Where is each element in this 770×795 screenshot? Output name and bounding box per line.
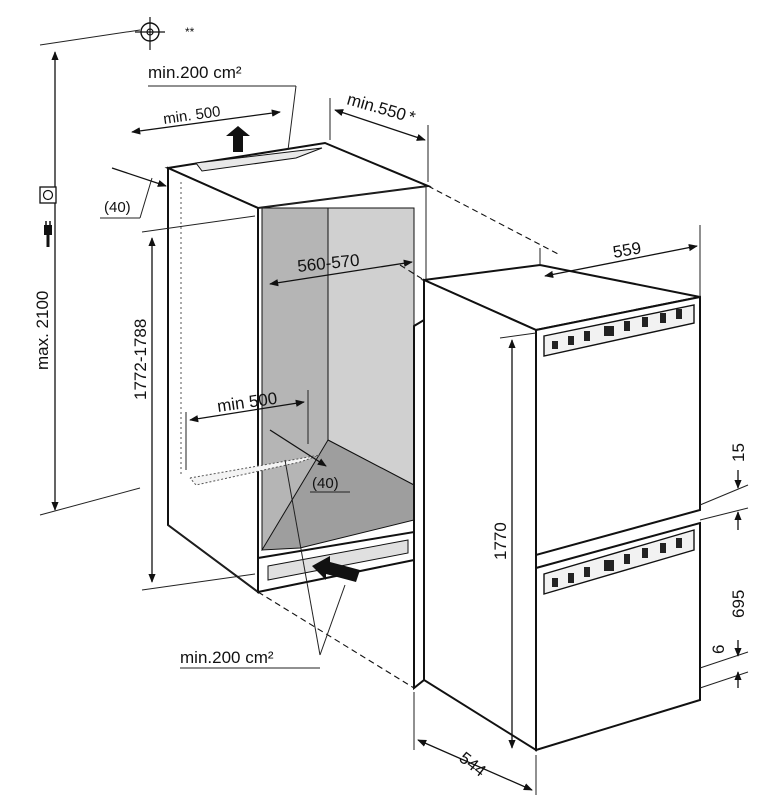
floor-vent-slot [189, 454, 321, 486]
appliance-side [423, 278, 537, 752]
door-hinge-strip [413, 318, 425, 691]
dim-niche-height: 1772-1788 [131, 215, 256, 591]
fixing-note-label: ** [185, 25, 195, 39]
power-socket-icon [39, 186, 57, 247]
niche-depth-label: min.550* [345, 90, 418, 128]
upper-control-panel [543, 304, 695, 357]
appliance-height-label: 1770 [491, 522, 510, 560]
dim-top-depth: min. 500 [131, 103, 281, 152]
dim-top-vent: min.200 cm² [148, 63, 297, 151]
dim-top-setback: (40) [100, 167, 167, 219]
dim-appliance-width: 559 [539, 225, 701, 297]
vent-top-label: min.200 cm² [148, 63, 242, 82]
bottom-vent-slot [267, 539, 409, 581]
door-gap-label: 15 [729, 443, 748, 462]
appliance-depth-label: 544 [456, 748, 490, 780]
niche-left-side [167, 166, 259, 594]
appliance [413, 263, 701, 752]
top-setback-label: (40) [104, 199, 131, 216]
crosshair-icon [135, 17, 165, 50]
dim-bottom-vent: min.200 cm² [180, 459, 360, 669]
dim-appliance-height: 1770 [491, 332, 537, 749]
top-vent-slot [195, 147, 323, 172]
lower-control-panel [543, 529, 695, 595]
niche-right-wall [327, 207, 415, 486]
bottom-gap-label: 6 [709, 645, 728, 654]
max-height-label: max. 2100 [33, 291, 52, 370]
niche-cabinet [164, 141, 432, 594]
dim-floor-setback: (40) [269, 429, 350, 493]
upper-door [535, 295, 701, 557]
upper-control-knobs [552, 309, 682, 349]
floor-setback-label: (40) [312, 475, 339, 492]
niche-height-label: 1772-1788 [131, 319, 150, 400]
lower-control-knobs [552, 538, 682, 587]
dim-max-height: max. 2100 [33, 29, 141, 516]
bottom-airflow-arrow [312, 556, 360, 582]
appliance-width-label: 559 [611, 238, 642, 262]
vent-bottom-label: min.200 cm² [180, 648, 274, 667]
lower-door-height-label: 695 [729, 590, 748, 618]
airflow-arrow-icon [226, 126, 250, 152]
dim-right-side: 15 695 6 [699, 443, 749, 689]
